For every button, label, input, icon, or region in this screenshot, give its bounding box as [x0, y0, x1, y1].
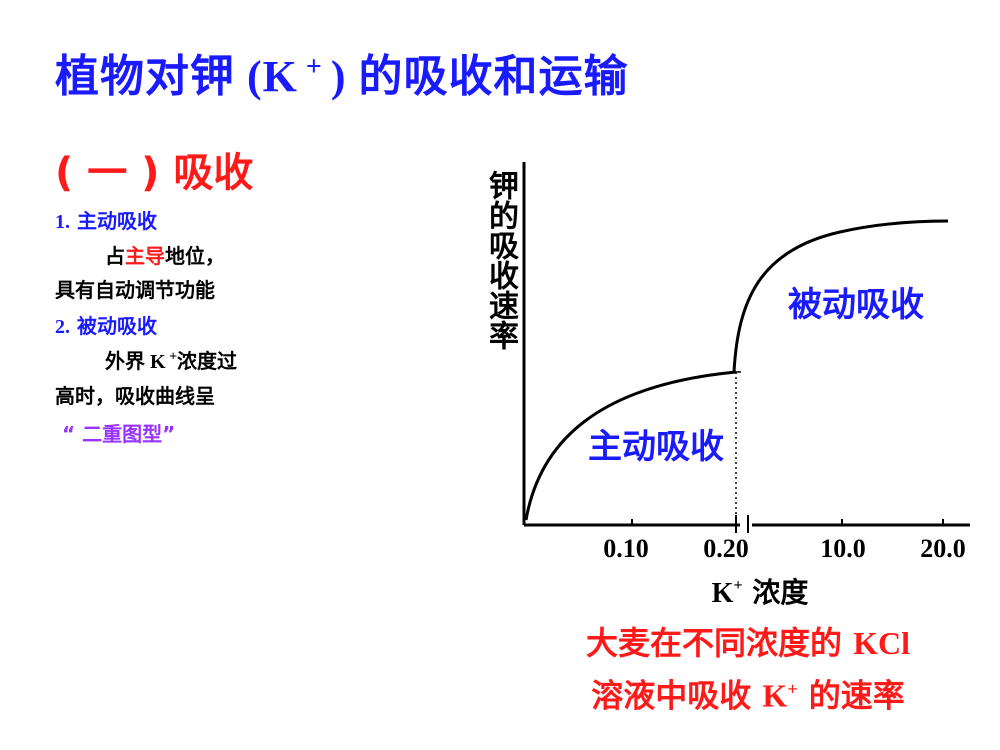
caption-line2-c: 的速率 [797, 676, 905, 715]
note-item2-line2: 高时，吸收曲线呈 [55, 384, 215, 408]
caption-line1-a: 大麦在不同浓度的 [585, 624, 854, 662]
note-item2-text-b: 浓度过 [177, 349, 238, 373]
region-label-passive: 被动吸收 [788, 285, 924, 325]
title-part3: ) [330, 52, 359, 101]
chart-y-axis-label: 钾的吸收速率 [483, 170, 518, 350]
note-item1-text: 占主导地位， [105, 240, 225, 269]
passive-uptake-curve [732, 219, 949, 373]
x-label-sup: + [733, 577, 742, 594]
note-item2-text-a: 外界 K [105, 351, 166, 373]
title-part1: 植物对钾 [55, 51, 235, 102]
x-label-rest: 浓度 [743, 576, 809, 609]
region-label-active: 主动吸收 [588, 427, 724, 467]
note-item2-text: 外界 K +浓度过 [105, 345, 237, 374]
note-item1-label: 主动吸收 [76, 209, 157, 233]
tick-label-10.0: 10.0 [820, 534, 866, 563]
note-text-emphasis: 主导 [125, 244, 165, 268]
note-item1: 1. 主动吸收 [55, 205, 157, 234]
chart-caption: 大麦在不同浓度的 KCl 溶液中吸收 K+ 的速率 [548, 620, 948, 719]
tick-label-0.20: 0.20 [703, 534, 749, 563]
note-item2-line3: “ 二重图型” [62, 422, 176, 446]
note-item2-sup: + [165, 349, 178, 365]
page-title: 植物对钾 (K + ) 的吸收和运输 [55, 40, 629, 104]
caption-line2-a: 溶液中吸收 [591, 676, 763, 715]
section-heading: ( 一 ) 吸收 [55, 150, 254, 196]
title-sup: + [297, 51, 331, 83]
note-item1-num: 1. [55, 211, 70, 233]
tick-label-20.0: 20.0 [920, 534, 966, 563]
caption-line2-sup: + [787, 679, 798, 699]
caption-line2: 溶液中吸收 K+ 的速率 [548, 666, 948, 719]
caption-line1: 大麦在不同浓度的 KCl [548, 620, 948, 666]
note-item1-line2: 具有自动调节功能 [55, 278, 215, 302]
note-text-c: 地位， [165, 244, 225, 268]
tick-label-0.10: 0.10 [603, 534, 649, 563]
note-item2-num: 2. [55, 316, 70, 338]
x-label-k: K [712, 578, 734, 609]
note-text-a: 占 [105, 244, 125, 268]
chart-x-axis-label: K+ 浓度 [712, 576, 809, 609]
title-part2: (K [235, 52, 298, 101]
caption-line1-b: KCl [853, 625, 911, 661]
caption-line2-b: K [762, 677, 788, 714]
note-item2-label: 被动吸收 [76, 314, 157, 338]
note-item2: 2. 被动吸收 [55, 310, 157, 339]
title-part4: 的吸收和运输 [358, 51, 629, 102]
active-uptake-curve [524, 370, 737, 521]
